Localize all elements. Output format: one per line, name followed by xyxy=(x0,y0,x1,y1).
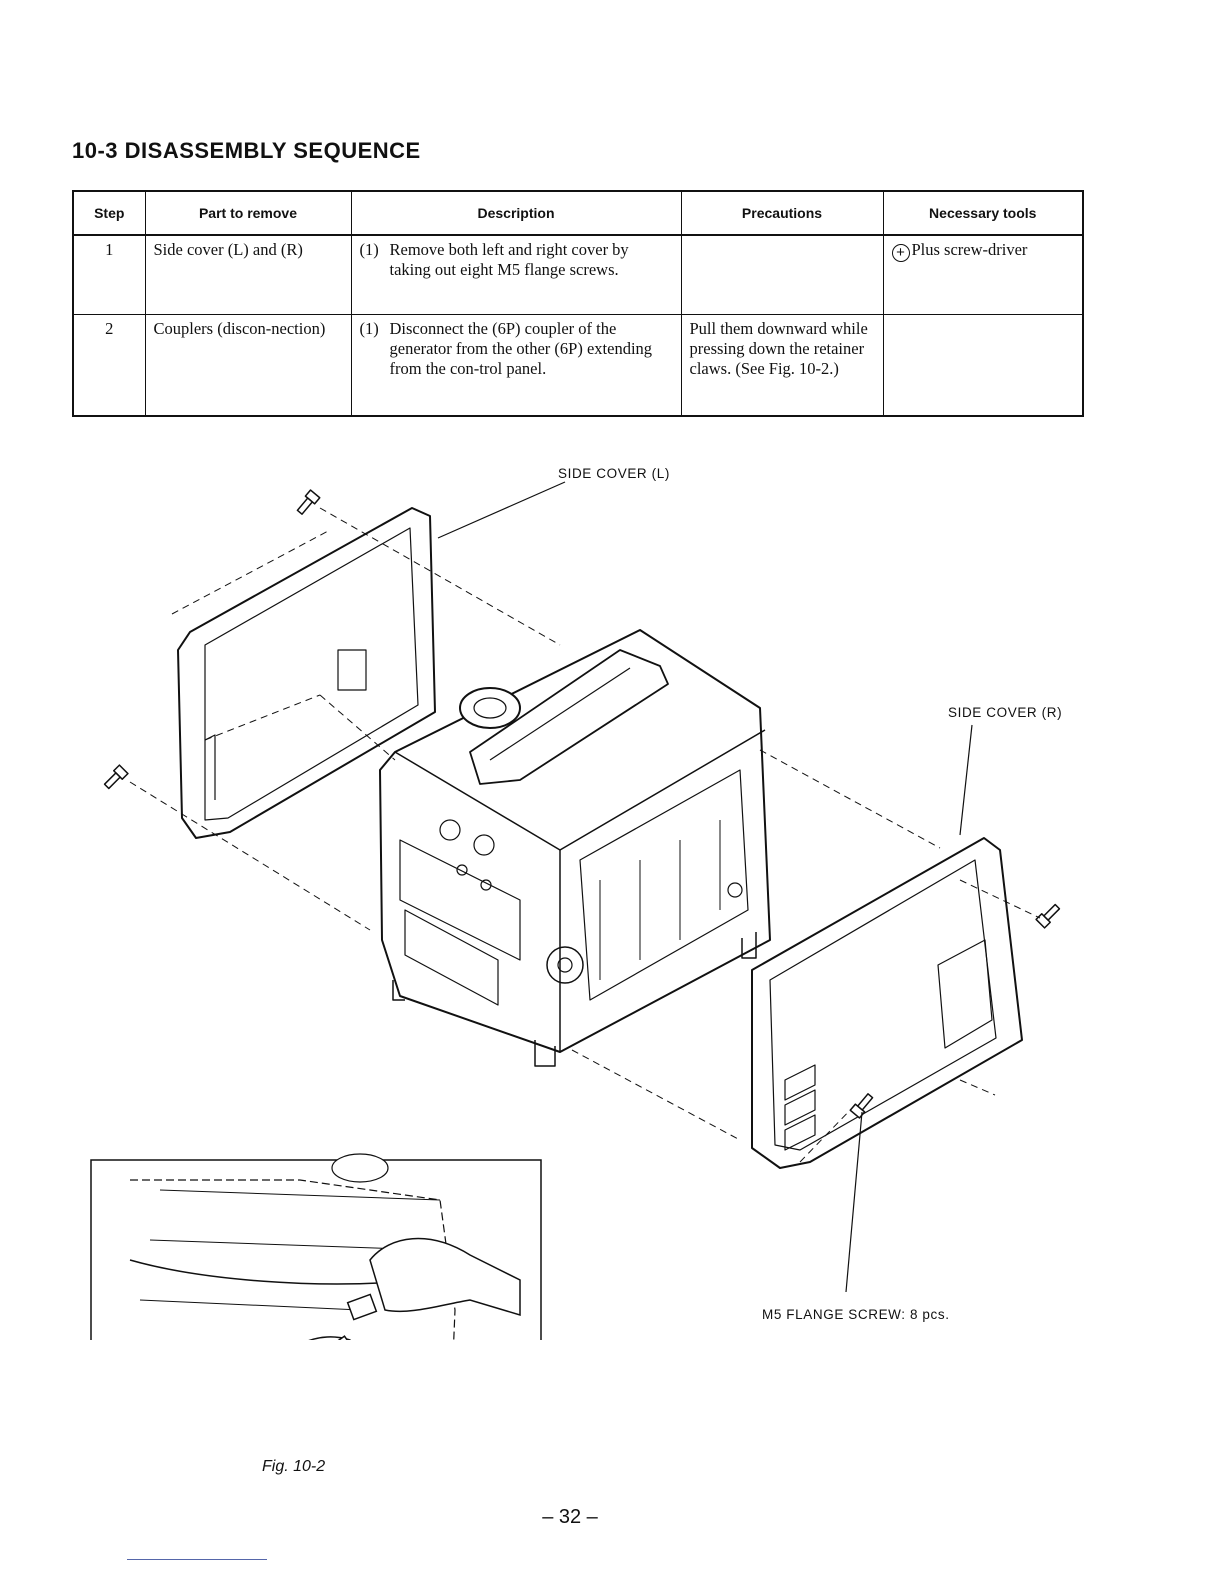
header-description: Description xyxy=(350,190,682,236)
generator-illustration xyxy=(379,629,771,1067)
header-step: Step xyxy=(72,190,146,236)
description-text: Remove both left and right cover by taki… xyxy=(389,240,629,279)
precautions-cell xyxy=(680,235,884,315)
part-cell: Side cover (L) and (R) xyxy=(144,235,352,315)
precautions-cell: Pull them downward while pressing down t… xyxy=(680,314,884,416)
table-header-row: Step Part to remove Description Precauti… xyxy=(72,190,1084,236)
description-text: Disconnect the (6P) coupler of the gener… xyxy=(389,319,653,378)
assembly-guide-lines xyxy=(129,507,1041,1163)
description-cell: (1) Disconnect the (6P) coupler of the ge… xyxy=(350,314,682,416)
plus-screwdriver-icon: + xyxy=(891,244,910,262)
flange-screw-icons xyxy=(103,489,1061,1119)
header-tools: Necessary tools xyxy=(882,190,1084,236)
part-cell: Couplers (discon-nection) xyxy=(144,314,352,416)
footer-divider xyxy=(127,1559,267,1560)
tools-text: Plus screw-driver xyxy=(911,240,1028,259)
page-title: 10-3 DISASSEMBLY SEQUENCE xyxy=(72,138,421,163)
side-cover-r-illustration xyxy=(751,837,1023,1169)
figure-caption: Fig. 10-2 xyxy=(262,1458,326,1475)
step-cell: 2 xyxy=(72,314,146,416)
step-cell: 1 xyxy=(72,235,146,315)
figure-10-2-inset xyxy=(90,1153,542,1340)
disassembly-table: Step Part to remove Description Precauti… xyxy=(72,190,1084,417)
table-row: 2 Couplers (discon-nection) (1) Disconnec… xyxy=(72,314,1084,416)
label-side-cover-l: SIDE COVER (L) xyxy=(558,466,670,481)
label-m5-flange-screw: M5 FLANGE SCREW: 8 pcs. xyxy=(762,1307,950,1322)
header-precautions: Precautions xyxy=(680,190,884,236)
callout-leader-lines xyxy=(437,481,973,1293)
description-number: (1) xyxy=(359,240,379,259)
label-side-cover-r: SIDE COVER (R) xyxy=(948,705,1063,720)
tools-cell xyxy=(882,314,1084,416)
tools-cell: +Plus screw-driver xyxy=(882,235,1084,315)
page-number: – 32 – xyxy=(542,1506,598,1528)
table-row: 1 Side cover (L) and (R) (1) Remove both … xyxy=(72,235,1084,315)
exploded-view-diagram xyxy=(90,481,1061,1340)
description-number: (1) xyxy=(359,319,379,338)
header-part: Part to remove xyxy=(144,190,352,236)
description-cell: (1) Remove both left and right cover by t… xyxy=(350,235,682,315)
